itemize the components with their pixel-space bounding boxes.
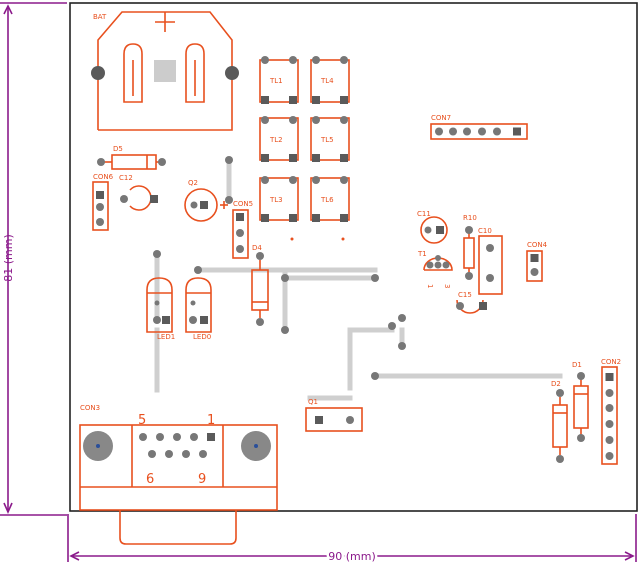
- capacitor-c11: [420, 216, 448, 244]
- con3-label: CON3: [80, 404, 100, 412]
- c15-label: C15: [458, 291, 472, 299]
- connector-con5: [225, 156, 249, 259]
- led1-label: LED1: [157, 333, 175, 341]
- con7-label: CON7: [431, 114, 451, 122]
- bat-label: BAT: [93, 13, 107, 21]
- height-dimension: [0, 2, 67, 516]
- d4-label: D4: [252, 244, 262, 252]
- d5-label: D5: [113, 145, 123, 153]
- con6-label: CON6: [93, 173, 114, 181]
- capacitor-c15: [456, 299, 487, 314]
- connector-con2: [601, 366, 618, 465]
- diode-d4: [251, 252, 269, 326]
- transistor-t1: 1 3: [423, 255, 453, 288]
- tl1-label: TL1: [269, 77, 283, 85]
- diode-d2: [552, 389, 568, 463]
- resistor-r10: [463, 226, 475, 280]
- trace-pads: [281, 274, 406, 380]
- r10-label: R10: [463, 214, 477, 222]
- d2-label: D2: [551, 380, 561, 388]
- tl2-label: TL2: [269, 136, 283, 144]
- pin9-label: 9: [198, 472, 206, 487]
- t1-label: T1: [417, 250, 427, 258]
- connector-con7: [430, 123, 528, 140]
- tl3-label: TL3: [269, 196, 283, 204]
- c10-label: C10: [478, 227, 492, 235]
- c11-label: C11: [417, 210, 431, 218]
- switch-grid: [259, 56, 350, 241]
- width-dimension: [67, 514, 637, 562]
- con2-label: CON2: [601, 358, 621, 366]
- width-dimension-label: 90 (mm): [328, 550, 376, 563]
- led-led0: [185, 266, 212, 333]
- pin5-label: 5: [138, 413, 146, 428]
- q2-label: Q2: [188, 179, 198, 187]
- tl4-label: TL4: [320, 77, 334, 85]
- transistor-q1: [305, 407, 363, 432]
- connector-con3-db9: [79, 424, 278, 545]
- tl5-label: TL5: [320, 136, 334, 144]
- con5-label: CON5: [233, 200, 253, 208]
- d1-label: D1: [572, 361, 582, 369]
- height-dimension-label: 81 (mm): [2, 234, 15, 282]
- diode-d5: [97, 154, 166, 170]
- led-led1: [146, 250, 173, 333]
- connector-con4: [526, 250, 543, 282]
- battery-holder: [91, 11, 239, 131]
- transistor-q2: [184, 188, 228, 222]
- connector-con6: [92, 181, 109, 231]
- pin1-label: 1: [207, 413, 215, 428]
- led0-label: LED0: [193, 333, 211, 341]
- battery-center-pad: [154, 60, 176, 82]
- svg-text:1: 1: [426, 284, 434, 288]
- svg-text:3: 3: [443, 284, 451, 288]
- capacitor-c12: [120, 185, 158, 211]
- c12-label: C12: [119, 174, 133, 182]
- tl6-label: TL6: [320, 196, 334, 204]
- q1-label: Q1: [308, 398, 318, 406]
- con4-label: CON4: [527, 241, 548, 249]
- pin6-label: 6: [146, 472, 154, 487]
- diode-d1: [573, 372, 589, 442]
- capacitor-c10: [478, 235, 503, 295]
